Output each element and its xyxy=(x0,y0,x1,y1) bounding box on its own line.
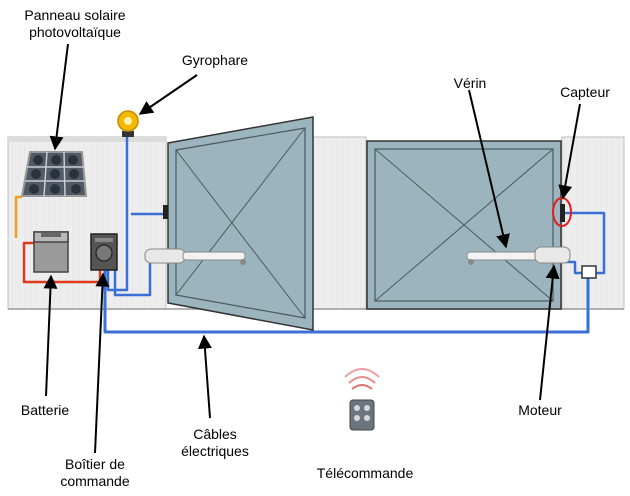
control-box xyxy=(90,233,118,271)
label-control-box: Boîtier de commande xyxy=(40,456,150,490)
label-motor: Moteur xyxy=(518,402,562,418)
arrow-control-box xyxy=(94,272,110,454)
arrow-solar-panel xyxy=(49,43,69,151)
arrow-sensor xyxy=(558,103,581,200)
left-motor-arm xyxy=(144,248,246,265)
arrow-motor xyxy=(539,264,560,401)
beacon xyxy=(117,110,139,137)
battery xyxy=(33,231,69,273)
label-sensor: Capteur xyxy=(560,84,610,100)
label-solar-panel-line2: photovoltaïque xyxy=(29,24,121,40)
label-solar-panel-line1: Panneau solaire xyxy=(24,7,126,23)
solar-panel xyxy=(20,151,88,197)
arrow-actuator xyxy=(468,89,510,249)
label-control-box-line1: Boîtier de xyxy=(65,456,125,472)
label-cables-line1: Câbles xyxy=(193,426,237,442)
label-battery: Batterie xyxy=(20,402,70,418)
label-control-box-line2: commande xyxy=(60,473,130,489)
label-remote: Télécommande xyxy=(316,465,414,481)
label-solar-panel: Panneau solaire photovoltaïque xyxy=(0,7,150,41)
right-motor-arm xyxy=(466,246,571,265)
leader-arrows xyxy=(43,43,581,454)
remote-control xyxy=(344,368,380,431)
label-cables-line2: électriques xyxy=(181,443,249,459)
label-cables: Câbles électriques xyxy=(165,426,265,460)
right-pillar xyxy=(561,136,625,310)
arrow-battery xyxy=(43,274,58,397)
label-beacon: Gyrophare xyxy=(181,52,249,68)
label-actuator: Vérin xyxy=(453,75,487,91)
middle-wall xyxy=(311,136,367,310)
left-hinge xyxy=(163,205,168,219)
left-gate-leaf xyxy=(167,116,314,331)
junction-box xyxy=(581,265,597,279)
right-gate-leaf xyxy=(366,140,562,310)
arrow-cables xyxy=(197,334,212,419)
arrow-beacon xyxy=(138,74,198,115)
